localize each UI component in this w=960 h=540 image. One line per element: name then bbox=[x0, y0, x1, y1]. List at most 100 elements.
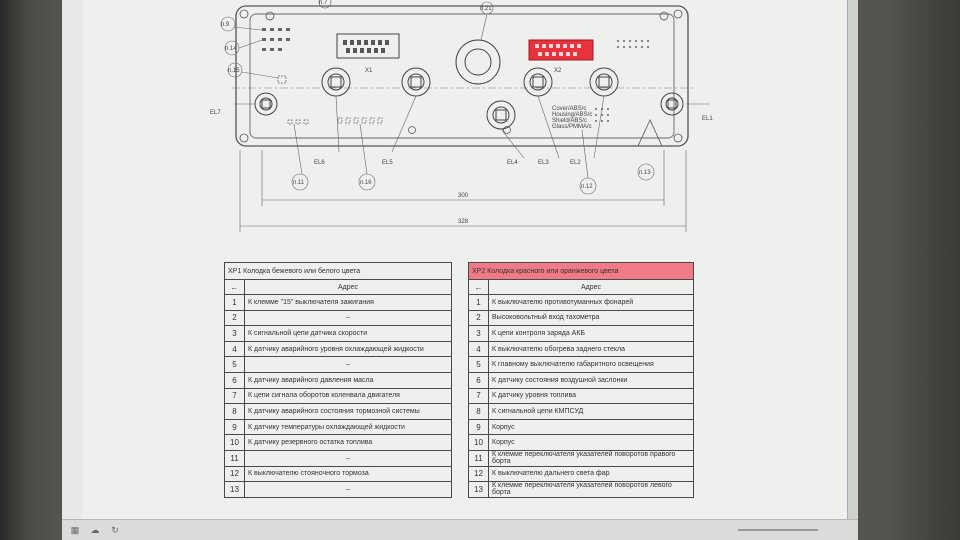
label-el3: EL3 bbox=[538, 160, 549, 166]
row-number: 5 bbox=[224, 356, 245, 373]
row-address: – bbox=[244, 356, 452, 373]
row-address: К датчику аварийного давления масла bbox=[244, 371, 452, 389]
row-address: К главному выключателю габаритного освещ… bbox=[488, 356, 694, 373]
marking-line: Glass/PMMA/c bbox=[552, 124, 592, 130]
row-address: К датчику аварийного уровня охлаждающей … bbox=[244, 340, 452, 358]
material-marking: Cover/ABS/c Housing/ABS/c Shield/ABS/c G… bbox=[552, 106, 592, 130]
row-number: 7 bbox=[224, 387, 245, 405]
row-number: 3 bbox=[468, 325, 489, 342]
housing-outline bbox=[235, 5, 689, 147]
dimension-300: 300 bbox=[458, 193, 469, 199]
row-number: 11 bbox=[224, 449, 245, 467]
refresh-icon[interactable]: ↻ bbox=[111, 525, 119, 535]
row-number: 8 bbox=[468, 403, 489, 420]
row-number: 10 bbox=[468, 434, 489, 451]
x2-connector bbox=[528, 39, 594, 61]
row-address: К сигнальной цепи датчика скорости bbox=[244, 325, 452, 342]
row-address: Высоковольтный вход тахометра bbox=[488, 309, 694, 327]
zoom-slider[interactable] bbox=[738, 529, 818, 531]
table-row: 11– bbox=[224, 449, 452, 467]
row-address: Корпус bbox=[488, 418, 694, 436]
x2-label: X2 bbox=[554, 68, 562, 74]
address-header: Адрес bbox=[244, 279, 452, 295]
label-el6: EL6 bbox=[314, 160, 325, 166]
housing-inner bbox=[249, 13, 675, 139]
row-number: 5 bbox=[468, 356, 489, 373]
callout-p21: п.21 bbox=[480, 6, 492, 12]
row-address: – bbox=[244, 481, 452, 498]
row-address: К датчику аварийного состояния тормозной… bbox=[244, 403, 452, 420]
row-address: К клемме переключателя указателей поворо… bbox=[488, 481, 694, 498]
label-el5: EL5 bbox=[382, 160, 393, 166]
cloud-icon[interactable]: ☁ bbox=[90, 525, 100, 535]
row-number: 2 bbox=[224, 309, 245, 327]
row-number: 4 bbox=[224, 340, 245, 358]
callout-p13: п.13 bbox=[639, 170, 651, 176]
monitor-screen: X1 X2 bbox=[62, 0, 858, 540]
x1-label: X1 bbox=[365, 68, 373, 74]
table-xp2-title: ХР2 Колодка красного или оранжевого цвет… bbox=[468, 262, 694, 280]
row-number: 3 bbox=[224, 325, 245, 342]
row-number: 13 bbox=[468, 481, 489, 498]
viewer-statusbar: ▦ ☁ ↻ bbox=[62, 519, 858, 540]
callout-p14: п.14 bbox=[225, 46, 237, 52]
row-address: – bbox=[244, 309, 452, 327]
panel-drawing: X1 X2 bbox=[210, 0, 713, 232]
grid-icon[interactable]: ▦ bbox=[70, 525, 80, 535]
row-address: К клемме переключателя указателей поворо… bbox=[488, 449, 694, 467]
row-address: К выключателю стояночного тормоза bbox=[244, 465, 452, 483]
row-number: 1 bbox=[224, 294, 245, 311]
lamp-sockets bbox=[254, 39, 684, 130]
row-address: К датчику температуры охлаждающей жидкос… bbox=[244, 418, 452, 436]
row-address: К выключателю обогрева заднего стекла bbox=[488, 340, 694, 358]
arrow-left-icon: ← bbox=[224, 279, 245, 295]
vertical-scrollbar[interactable] bbox=[847, 0, 858, 520]
row-address: К цепи сигнала оборотов коленвала двигат… bbox=[244, 387, 452, 405]
row-address: – bbox=[244, 449, 452, 467]
dimension-lines bbox=[239, 150, 687, 232]
row-number: 1 bbox=[468, 294, 489, 311]
marking-line: Housing/ABS/c bbox=[552, 112, 592, 118]
address-header: Адрес bbox=[488, 279, 694, 295]
table-row: 5– bbox=[224, 356, 452, 373]
row-number: 9 bbox=[224, 418, 245, 436]
row-address: К датчику состояния воздушной заслонки bbox=[488, 371, 694, 389]
marking-line: Shield/ABS/c bbox=[552, 118, 587, 124]
table-row: 13– bbox=[224, 481, 452, 498]
document-page: X1 X2 bbox=[82, 0, 852, 520]
callout-p16: п.16 bbox=[360, 180, 372, 186]
row-number: 13 bbox=[224, 481, 245, 498]
row-number: 12 bbox=[224, 465, 245, 483]
row-address: К датчику резервного остатка топлива bbox=[244, 434, 452, 451]
row-number: 9 bbox=[468, 418, 489, 436]
table-xp1-title: ХР1 Колодка бежевого или белого цвета bbox=[224, 262, 452, 280]
row-address: К клемме "15" выключателя зажигания bbox=[244, 294, 452, 311]
callout-p11: п.11 bbox=[293, 180, 305, 186]
callout-p9: п.9 bbox=[221, 22, 230, 28]
row-number: 7 bbox=[468, 387, 489, 405]
callout-p7: п.7 bbox=[319, 0, 328, 6]
table-xp1: ХР1 Колодка бежевого или белого цвета ←А… bbox=[224, 262, 452, 498]
pin-grid-left bbox=[262, 28, 290, 51]
row-number: 4 bbox=[468, 340, 489, 358]
row-number: 6 bbox=[224, 371, 245, 389]
label-el1: EL1 bbox=[702, 116, 713, 122]
